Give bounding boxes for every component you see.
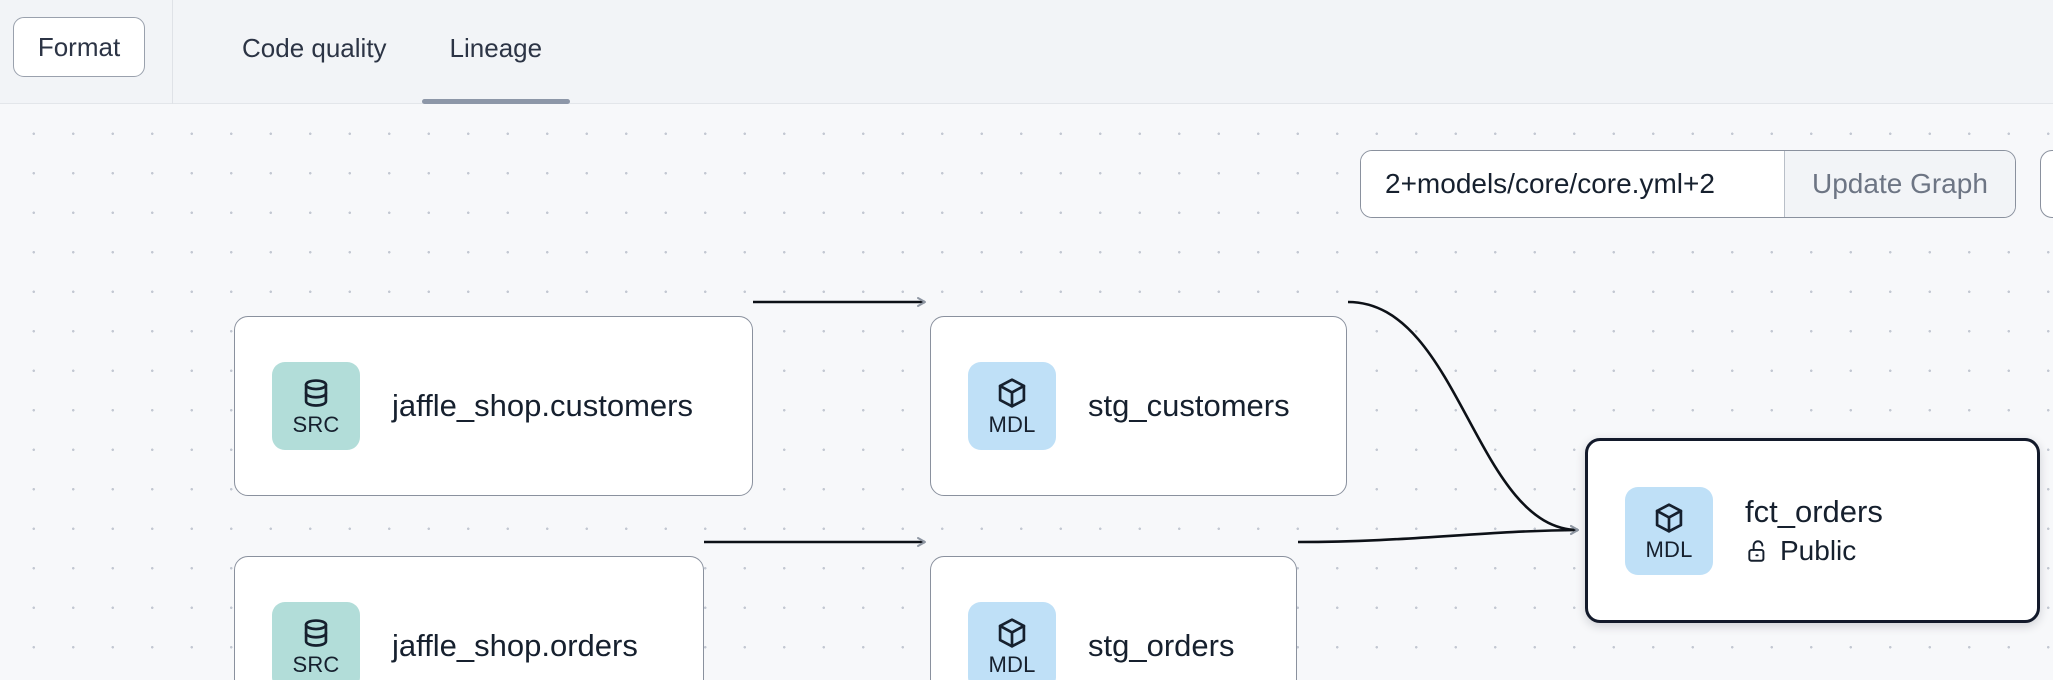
node-badge-mdl: MDL — [1625, 486, 1713, 575]
node-badge-label: SRC — [292, 412, 340, 437]
node-title: stg_customers — [1088, 388, 1290, 424]
node-body: jaffle_shop.customers — [392, 388, 693, 424]
lineage-node-src-orders[interactable]: SRC jaffle_shop.orders — [234, 556, 704, 680]
node-body: fct_orders Public — [1745, 494, 1883, 567]
dbt-selector-input[interactable] — [1361, 151, 1784, 217]
node-badge-src: SRC — [272, 602, 360, 680]
node-body: stg_customers — [1088, 388, 1290, 424]
node-badge-src: SRC — [272, 362, 360, 450]
node-badge-label: MDL — [988, 412, 1036, 437]
tab-lineage[interactable]: Lineage — [421, 0, 571, 104]
tab-bar: Code quality Lineage — [172, 0, 571, 104]
tab-underline-active — [421, 99, 571, 104]
lineage-node-src-customers[interactable]: SRC jaffle_shop.customers — [234, 316, 753, 496]
cube-icon — [995, 616, 1029, 650]
node-body: stg_orders — [1088, 628, 1234, 664]
graph-side-control[interactable] — [2040, 150, 2053, 218]
tab-code-quality[interactable]: Code quality — [242, 0, 387, 104]
node-badge-mdl: MDL — [968, 362, 1056, 450]
node-access: Public — [1745, 535, 1883, 567]
lineage-node-stg-orders[interactable]: MDL stg_orders — [930, 556, 1297, 680]
lineage-node-stg-customers[interactable]: MDL stg_customers — [930, 316, 1347, 496]
tab-code-quality-label: Code quality — [242, 32, 387, 63]
node-title: jaffle_shop.customers — [392, 388, 693, 424]
node-badge-label: SRC — [292, 652, 340, 677]
node-badge-mdl: MDL — [968, 602, 1056, 680]
node-title: jaffle_shop.orders — [392, 628, 638, 664]
lineage-node-fct-orders[interactable]: MDL fct_orders Public — [1585, 438, 2040, 623]
toolbar-header: Format Code quality Lineage — [0, 0, 2053, 104]
tab-lineage-label: Lineage — [449, 32, 543, 63]
node-badge-label: MDL — [1645, 536, 1693, 562]
node-title: stg_orders — [1088, 628, 1235, 664]
edge-stg-customers-to-fct-orders — [1347, 300, 1579, 535]
format-button[interactable]: Format — [13, 17, 145, 77]
database-icon — [299, 376, 333, 410]
cube-icon — [995, 376, 1029, 410]
node-body: jaffle_shop.orders — [392, 628, 638, 664]
node-badge-label: MDL — [988, 652, 1036, 677]
lineage-canvas[interactable]: SRC jaffle_shop.customers SRC jaffle_sh — [0, 104, 2053, 680]
edge-stg-orders-to-fct-orders — [1297, 525, 1579, 544]
cube-icon — [1652, 501, 1686, 535]
node-title: fct_orders — [1745, 494, 1883, 530]
graph-controls: Update Graph — [1360, 150, 2016, 218]
node-access-label: Public — [1780, 534, 1857, 566]
database-icon — [299, 616, 333, 650]
unlock-icon — [1745, 538, 1771, 564]
header-divider — [172, 0, 173, 104]
update-graph-button[interactable]: Update Graph — [1784, 151, 2015, 217]
